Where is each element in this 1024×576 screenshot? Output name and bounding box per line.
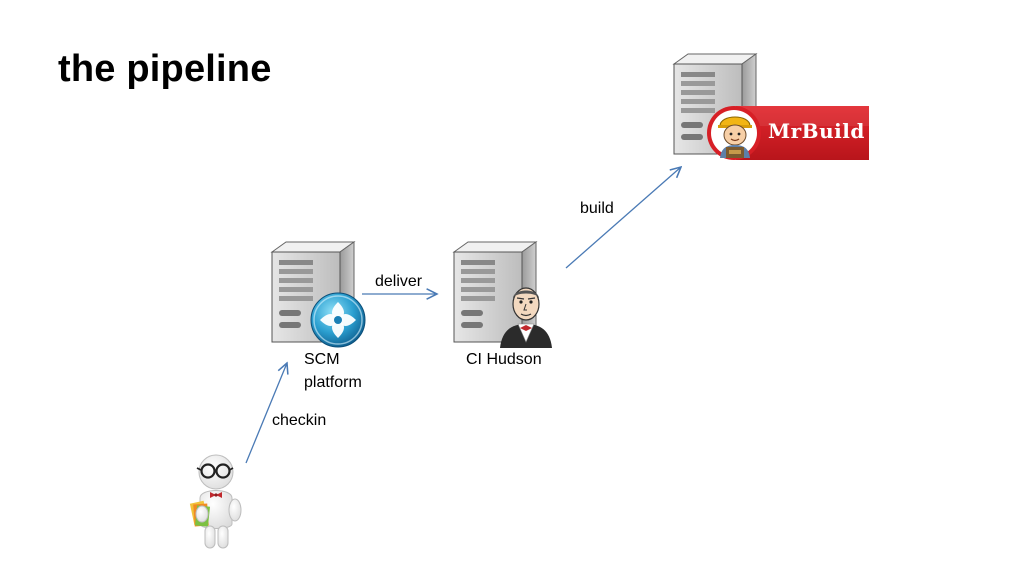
ci-label: CI Hudson	[466, 351, 542, 368]
page-title: the pipeline	[58, 48, 272, 90]
butler-icon	[496, 282, 556, 348]
scm-globe-icon	[308, 290, 368, 350]
deliver-label: deliver	[375, 273, 423, 290]
scm-label-line1: SCM	[304, 351, 340, 368]
checkin-arrow	[245, 363, 287, 464]
mrbuild-badge: MrBuild	[706, 104, 869, 162]
developer-figure-icon	[180, 452, 246, 550]
scm-label: SCM platform	[304, 348, 362, 394]
build-label: build	[580, 200, 614, 217]
builder-mascot-icon	[718, 116, 752, 158]
checkin-label: checkin	[272, 412, 327, 429]
mrbuild-text: MrBuild	[768, 119, 865, 143]
build-arrow	[565, 167, 681, 269]
scm-label-line2: platform	[304, 374, 362, 391]
